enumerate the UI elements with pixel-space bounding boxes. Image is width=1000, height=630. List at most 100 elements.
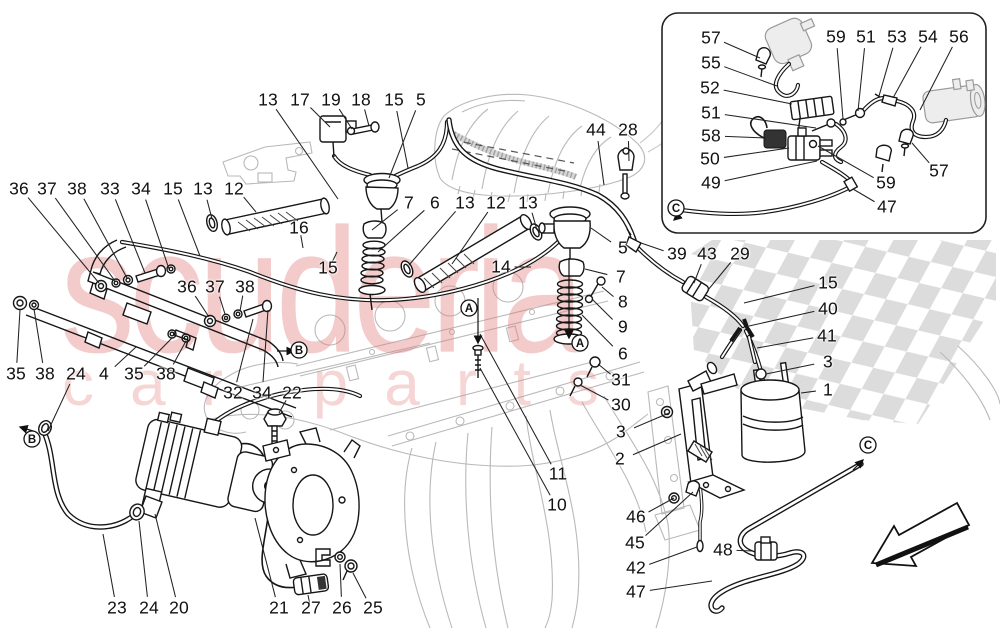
leader-line-15 — [396, 110, 409, 169]
leader-line-41 — [756, 337, 814, 349]
leader-line-56 — [919, 46, 953, 111]
leader-line-16 — [300, 235, 304, 249]
leader-line-37 — [54, 197, 116, 282]
leader-line-35 — [16, 309, 21, 363]
leader-line-57 — [911, 142, 930, 164]
leader-line-29 — [707, 262, 732, 291]
leader-line-17 — [310, 107, 331, 128]
leader-line-59 — [836, 48, 844, 120]
leader-line-15 — [743, 285, 815, 304]
leader-line-8 — [601, 286, 614, 298]
leader-line-31 — [597, 363, 611, 375]
reference-markers: A A B B C C — [23, 199, 877, 454]
inset-panel — [661, 12, 987, 234]
checkered-flag — [688, 240, 996, 424]
leader-line-12 — [243, 196, 257, 213]
leader-line-2 — [632, 433, 682, 456]
svg-text:A: A — [465, 303, 473, 315]
watermark-line1: scuderia — [60, 191, 586, 390]
leader-line-6 — [581, 314, 614, 347]
svg-text:B: B — [295, 345, 303, 357]
ref-marker-C: C — [667, 199, 685, 217]
leader-line-36 — [194, 295, 210, 318]
watermark: scuderia car parts — [60, 191, 635, 419]
ref-marker-A: A — [460, 299, 478, 317]
leader-line-12 — [451, 211, 489, 265]
leader-line-47 — [852, 188, 875, 203]
leader-line-13 — [206, 199, 213, 220]
leader-line-40 — [748, 310, 815, 327]
leader-line-24 — [47, 383, 71, 432]
leader-line-44 — [597, 141, 605, 186]
leader-line-19 — [338, 108, 353, 130]
leader-line-45 — [645, 491, 694, 536]
leader-line-15 — [331, 251, 338, 263]
leader-line-11 — [479, 333, 552, 465]
leader-line-21 — [254, 517, 276, 598]
leader-line-58 — [724, 135, 767, 139]
leader-line-27 — [307, 594, 311, 604]
leader-line-13 — [275, 108, 339, 200]
leader-line-24 — [138, 520, 148, 597]
flow-arrow-3 — [18, 424, 34, 434]
leader-line-51 — [724, 114, 817, 129]
leader-line-28 — [627, 141, 630, 162]
leader-line-7 — [371, 209, 399, 231]
leader-line-5 — [590, 227, 612, 243]
leader-line-13 — [531, 212, 538, 231]
leader-line-38 — [239, 295, 244, 312]
leader-line-30 — [579, 384, 609, 401]
leader-line-36 — [27, 197, 100, 284]
svg-text:A: A — [576, 338, 584, 350]
leader-line-53 — [878, 47, 894, 97]
leader-line-57 — [723, 41, 761, 59]
leader-line-48 — [736, 549, 754, 552]
leader-line-51 — [857, 48, 866, 112]
ref-marker-B: B — [290, 341, 308, 359]
leader-line-43 — [693, 264, 702, 284]
leader-line-1 — [800, 390, 816, 394]
leader-line-47 — [649, 580, 713, 591]
direction-arrow — [870, 501, 971, 568]
leader-line-3 — [765, 363, 815, 375]
leader-line-34 — [145, 199, 170, 270]
leader-line-26 — [339, 563, 342, 597]
leader-line-39 — [640, 242, 664, 252]
leader-line-52 — [723, 89, 793, 105]
leader-line-22 — [278, 399, 287, 414]
leader-line-49 — [724, 160, 818, 182]
flow-arrow-5 — [852, 459, 864, 471]
leader-line-6 — [377, 209, 425, 253]
leader-line-20 — [154, 513, 177, 598]
leader-line-10 — [479, 367, 551, 496]
leader-line-55 — [724, 66, 778, 87]
svg-text:C: C — [672, 203, 680, 215]
leader-line-5 — [388, 110, 417, 179]
leader-line-25 — [352, 572, 367, 599]
components-art — [12, 115, 864, 614]
leader-line-38 — [83, 198, 128, 279]
leader-line-9 — [591, 298, 613, 320]
leader-line-33 — [114, 199, 146, 274]
leader-line-35 — [143, 337, 173, 367]
leader-line-4 — [114, 346, 137, 368]
ref-marker-C: C — [859, 436, 877, 454]
svg-text:C: C — [864, 440, 872, 452]
leader-line-54 — [892, 46, 922, 99]
leader-line-38 — [172, 340, 187, 365]
leader-line-42 — [649, 546, 698, 565]
leader-line-15 — [177, 199, 201, 257]
leader-line-59 — [817, 145, 874, 179]
watermark-line2: car parts — [62, 347, 635, 419]
leader-line-7 — [584, 268, 608, 276]
leader-line-37 — [218, 296, 226, 315]
leader-line-38 — [33, 308, 44, 364]
svg-text:B: B — [28, 434, 36, 446]
leader-line-13 — [408, 210, 457, 266]
leader-line-50 — [723, 147, 790, 158]
leader-line-32 — [236, 318, 254, 383]
leader-line-46 — [648, 497, 675, 513]
ref-marker-A: A — [571, 334, 589, 352]
